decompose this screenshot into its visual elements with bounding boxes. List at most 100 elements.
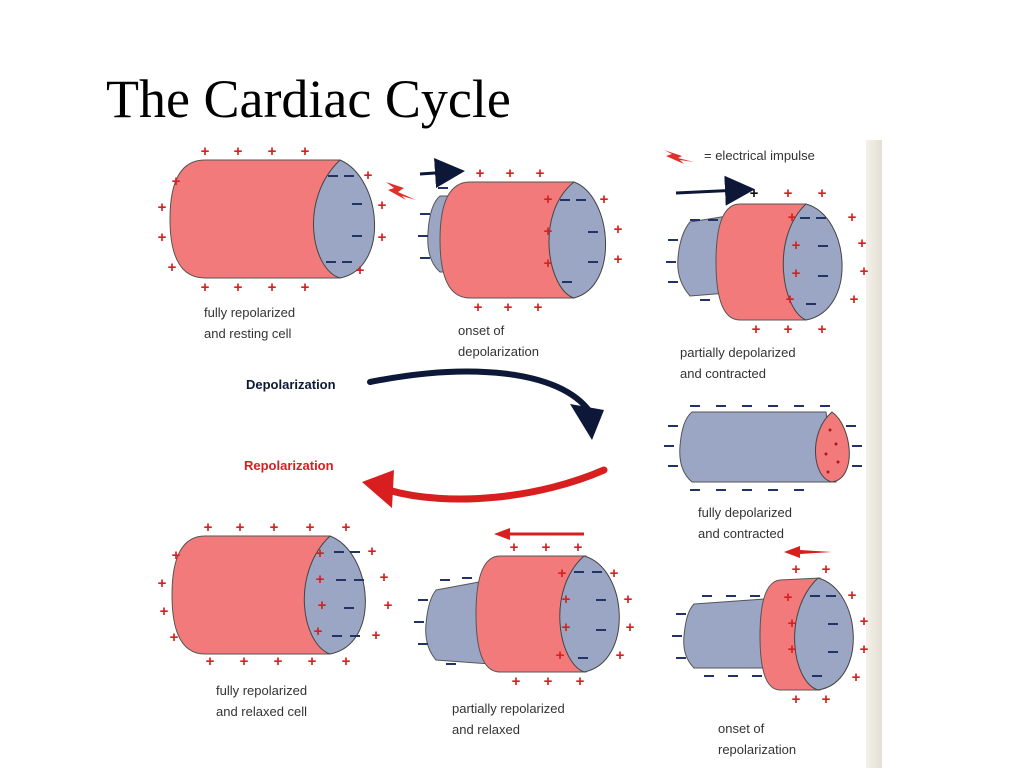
svg-text:+: + — [314, 623, 323, 640]
svg-text:+: + — [574, 539, 583, 556]
svg-text:+: + — [342, 653, 351, 670]
caption-line: depolarization — [458, 344, 539, 359]
impulse-bolt-icon — [664, 150, 694, 164]
svg-text:+: + — [158, 199, 167, 216]
svg-text:+: + — [792, 691, 801, 708]
svg-text:+: + — [270, 519, 279, 536]
svg-text:+: + — [562, 619, 571, 636]
caption-line: and contracted — [680, 366, 767, 381]
svg-text:+: + — [234, 143, 243, 160]
svg-text:+: + — [342, 519, 351, 536]
stage-7-negative-charges — [332, 551, 364, 637]
svg-text:+: + — [316, 545, 325, 562]
legend-label: = electrical impulse — [704, 148, 815, 163]
svg-text:+: + — [610, 565, 619, 582]
cell-end-cap — [559, 555, 620, 673]
scanned-page-edge — [866, 140, 882, 768]
stage-5-positive-charges: ++ ++ +++ ++++ — [784, 561, 869, 708]
svg-text:+: + — [752, 321, 761, 338]
cell-end-cap — [794, 577, 854, 691]
svg-text:+: + — [201, 279, 210, 296]
svg-text:+: + — [510, 539, 519, 556]
caption-line: and relaxed cell — [216, 704, 308, 719]
svg-text:+: + — [372, 627, 381, 644]
svg-text:+: + — [236, 519, 245, 536]
svg-text:+: + — [614, 221, 623, 238]
caption-line: and contracted — [698, 526, 785, 541]
svg-text:+: + — [576, 673, 585, 690]
repolarization-flow-arrow — [384, 466, 608, 503]
stage-7-caption: fully repolarized and relaxed cell — [216, 680, 307, 722]
svg-text:+: + — [504, 299, 513, 316]
cell-body-depolarized-red — [715, 203, 807, 321]
svg-text:+: + — [786, 291, 795, 308]
stage-5-caption: onset of repolarization — [718, 718, 796, 760]
stage-3-cell — [677, 203, 843, 321]
stage-3-positive-charges: ++ +++ ++++ ++++ — [752, 185, 869, 338]
stage-2-cell — [427, 181, 606, 299]
svg-text:+: + — [384, 597, 393, 614]
svg-text:+: + — [158, 575, 167, 592]
stage-3-negative-charges — [666, 217, 828, 305]
repolarization-arrowhead — [362, 470, 394, 508]
svg-text:+: + — [858, 235, 867, 252]
svg-text:+: + — [822, 561, 831, 578]
svg-text:+: + — [378, 197, 387, 214]
cell-body-repolarizing-red — [475, 555, 587, 673]
caption-line: fully depolarized — [698, 505, 792, 520]
stage-2-caption: onset of depolarization — [458, 320, 539, 362]
svg-text:+: + — [792, 265, 801, 282]
stage-6-negative-charges — [414, 571, 606, 665]
svg-text:+: + — [170, 629, 179, 646]
svg-text:+: + — [172, 547, 181, 564]
stage-4-inner-dots — [824, 428, 840, 474]
svg-text:+: + — [788, 641, 797, 658]
svg-text:+: + — [784, 321, 793, 338]
svg-text:+: + — [600, 191, 609, 208]
svg-text:+: + — [542, 539, 551, 556]
cell-polarized-tail — [683, 597, 779, 669]
cell-body-depolarized-red — [439, 181, 575, 299]
depolarization-arrowhead — [570, 404, 604, 440]
svg-text:+: + — [848, 587, 857, 604]
repolarization-label: Repolarization — [244, 458, 334, 473]
svg-text:+: + — [616, 647, 625, 664]
svg-text:+: + — [356, 262, 365, 279]
svg-text:+: + — [240, 653, 249, 670]
stage-2-positive-charges: +++ +++ +++ +++ — [474, 165, 623, 316]
svg-text:+: + — [792, 561, 801, 578]
svg-text:+: + — [512, 673, 521, 690]
caption-line: repolarization — [718, 742, 797, 757]
caption-line: fully repolarized — [204, 305, 296, 320]
stage-1-negative-charges — [326, 175, 362, 263]
stage-5-cell — [683, 577, 854, 691]
svg-text:+: + — [784, 589, 793, 606]
svg-text:+: + — [172, 173, 181, 190]
svg-text:+: + — [788, 615, 797, 632]
svg-text:+: + — [614, 251, 623, 268]
stage-4-caption: fully depolarized and contracted — [698, 502, 792, 544]
svg-text:+: + — [544, 191, 553, 208]
svg-text:+: + — [316, 571, 325, 588]
stage-4-negative-charges — [664, 405, 862, 491]
stage-3-leading-charge: + — [750, 185, 759, 202]
cell-end-cap-depolarized — [815, 411, 850, 483]
svg-text:+: + — [274, 653, 283, 670]
stage-4-cell — [679, 411, 850, 483]
cell-end-cap — [548, 181, 606, 299]
svg-text:+: + — [268, 279, 277, 296]
svg-text:+: + — [308, 653, 317, 670]
impulse-direction-arrow — [419, 158, 465, 188]
svg-text:+: + — [544, 255, 553, 272]
cell-end-cap — [303, 535, 366, 655]
svg-text:+: + — [860, 641, 869, 658]
svg-text:+: + — [852, 669, 861, 686]
caption-line: partially depolarized — [680, 345, 796, 360]
stage-7-positive-charges: +++++ ++++ +++++ ++++ ++++ — [158, 519, 393, 670]
svg-text:+: + — [850, 291, 859, 308]
svg-text:+: + — [206, 653, 215, 670]
stage-1-cell — [169, 159, 375, 279]
svg-text:+: + — [268, 143, 277, 160]
svg-text:+: + — [556, 647, 565, 664]
